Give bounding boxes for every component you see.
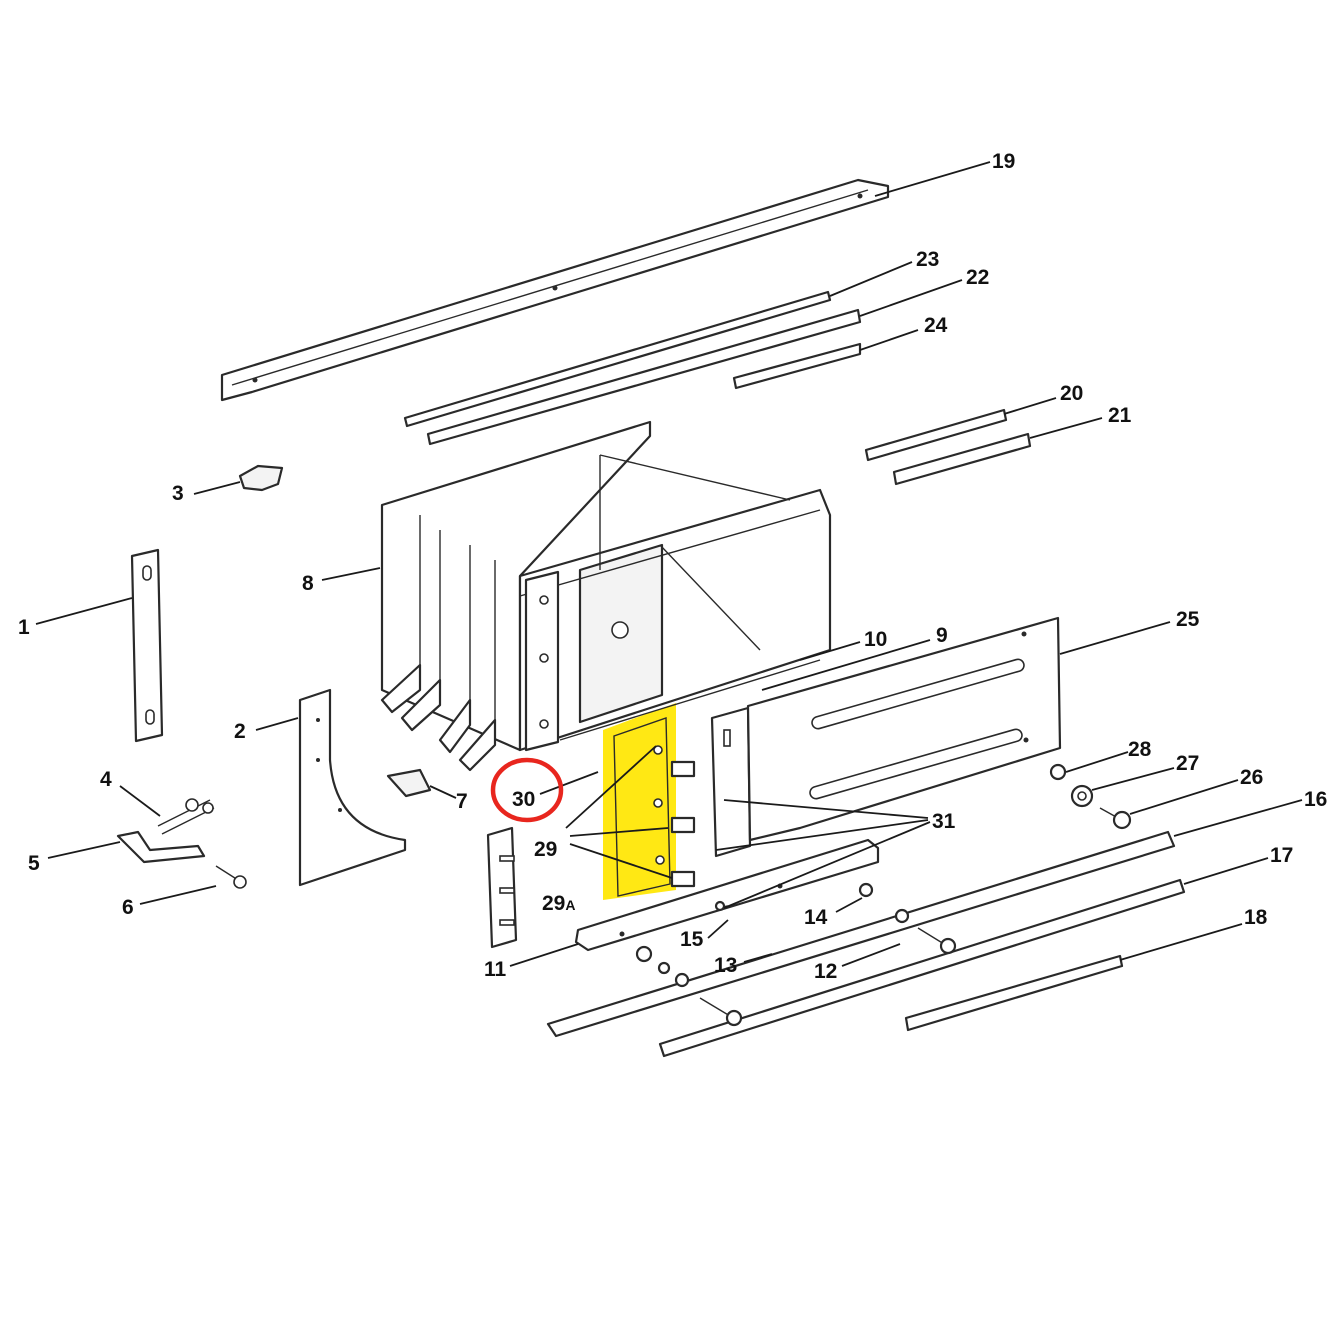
callout-29a-suffix: A	[565, 897, 575, 913]
callout-30: 30	[512, 788, 535, 811]
circle-annotation-30	[490, 757, 564, 823]
part-8-main-frame	[380, 420, 832, 772]
part-23-strip	[403, 290, 832, 428]
callout-7: 7	[456, 790, 468, 813]
callout-1: 1	[18, 616, 30, 639]
callout-13: 13	[714, 954, 737, 977]
part-30-plate	[613, 717, 696, 897]
callout-31: 31	[932, 810, 956, 833]
leader-lines	[35, 161, 1303, 967]
callout-labels: 19 23 22 24 20 21 3 8 1 10 9 25 2 28 27 …	[18, 150, 1327, 983]
callout-23: 23	[916, 248, 939, 271]
callout-10: 10	[864, 628, 887, 651]
part-4-spring-clip	[157, 798, 215, 835]
part-21-bar	[892, 432, 1032, 486]
part-18-rail	[904, 954, 1124, 1032]
callout-25: 25	[1176, 608, 1200, 631]
callout-4: 4	[100, 768, 112, 791]
callout-19: 19	[992, 150, 1015, 173]
callout-27: 27	[1176, 752, 1199, 775]
part-27-washer	[1070, 784, 1094, 808]
callout-8: 8	[302, 572, 314, 595]
part-20-bar	[864, 408, 1008, 462]
callout-24: 24	[924, 314, 948, 337]
callout-28: 28	[1128, 738, 1152, 761]
callout-29a-number: 29	[542, 892, 565, 915]
callout-18: 18	[1244, 906, 1268, 929]
callout-21: 21	[1108, 404, 1132, 427]
callout-6: 6	[122, 896, 134, 919]
part-6-pin	[215, 865, 247, 889]
part-17-rail	[658, 878, 1186, 1058]
callout-26: 26	[1240, 766, 1263, 789]
part-7-wedge	[386, 768, 432, 798]
callout-17: 17	[1270, 844, 1293, 867]
part-11-bottom-rail	[574, 838, 880, 952]
part-12-bolt	[699, 927, 957, 1027]
part-3-bracket	[238, 464, 284, 492]
callout-15: 15	[680, 928, 704, 951]
callout-2: 2	[234, 720, 246, 743]
part-25-slotted-panel	[746, 616, 1062, 842]
part-24-bar	[732, 342, 862, 390]
part-29a-slotted-plate	[486, 826, 518, 949]
callout-12: 12	[814, 960, 837, 983]
callout-5: 5	[28, 852, 40, 875]
callout-16: 16	[1304, 788, 1327, 811]
highlight-part-30	[603, 703, 676, 900]
callout-20: 20	[1060, 382, 1083, 405]
callout-14: 14	[804, 906, 828, 929]
part-19-top-channel	[220, 178, 890, 402]
part-9-angle-bracket	[710, 706, 752, 858]
part-2-gusset-plate	[298, 688, 407, 887]
callout-11: 11	[484, 958, 507, 981]
part-26-bolt	[1099, 807, 1132, 830]
part-13-washer	[635, 945, 690, 988]
part-1-vertical-bar	[130, 548, 164, 743]
callout-29: 29	[534, 838, 557, 861]
part-16-rail	[546, 830, 1176, 1038]
callout-9: 9	[936, 624, 948, 647]
part-28-nut	[1049, 763, 1067, 781]
part-14-wingnut	[858, 882, 910, 924]
part-22-strip	[426, 308, 862, 446]
callout-3: 3	[172, 482, 184, 505]
part-5-crank-handle	[116, 830, 206, 864]
callout-22: 22	[966, 266, 989, 289]
callout-29a: 29A	[542, 892, 575, 915]
